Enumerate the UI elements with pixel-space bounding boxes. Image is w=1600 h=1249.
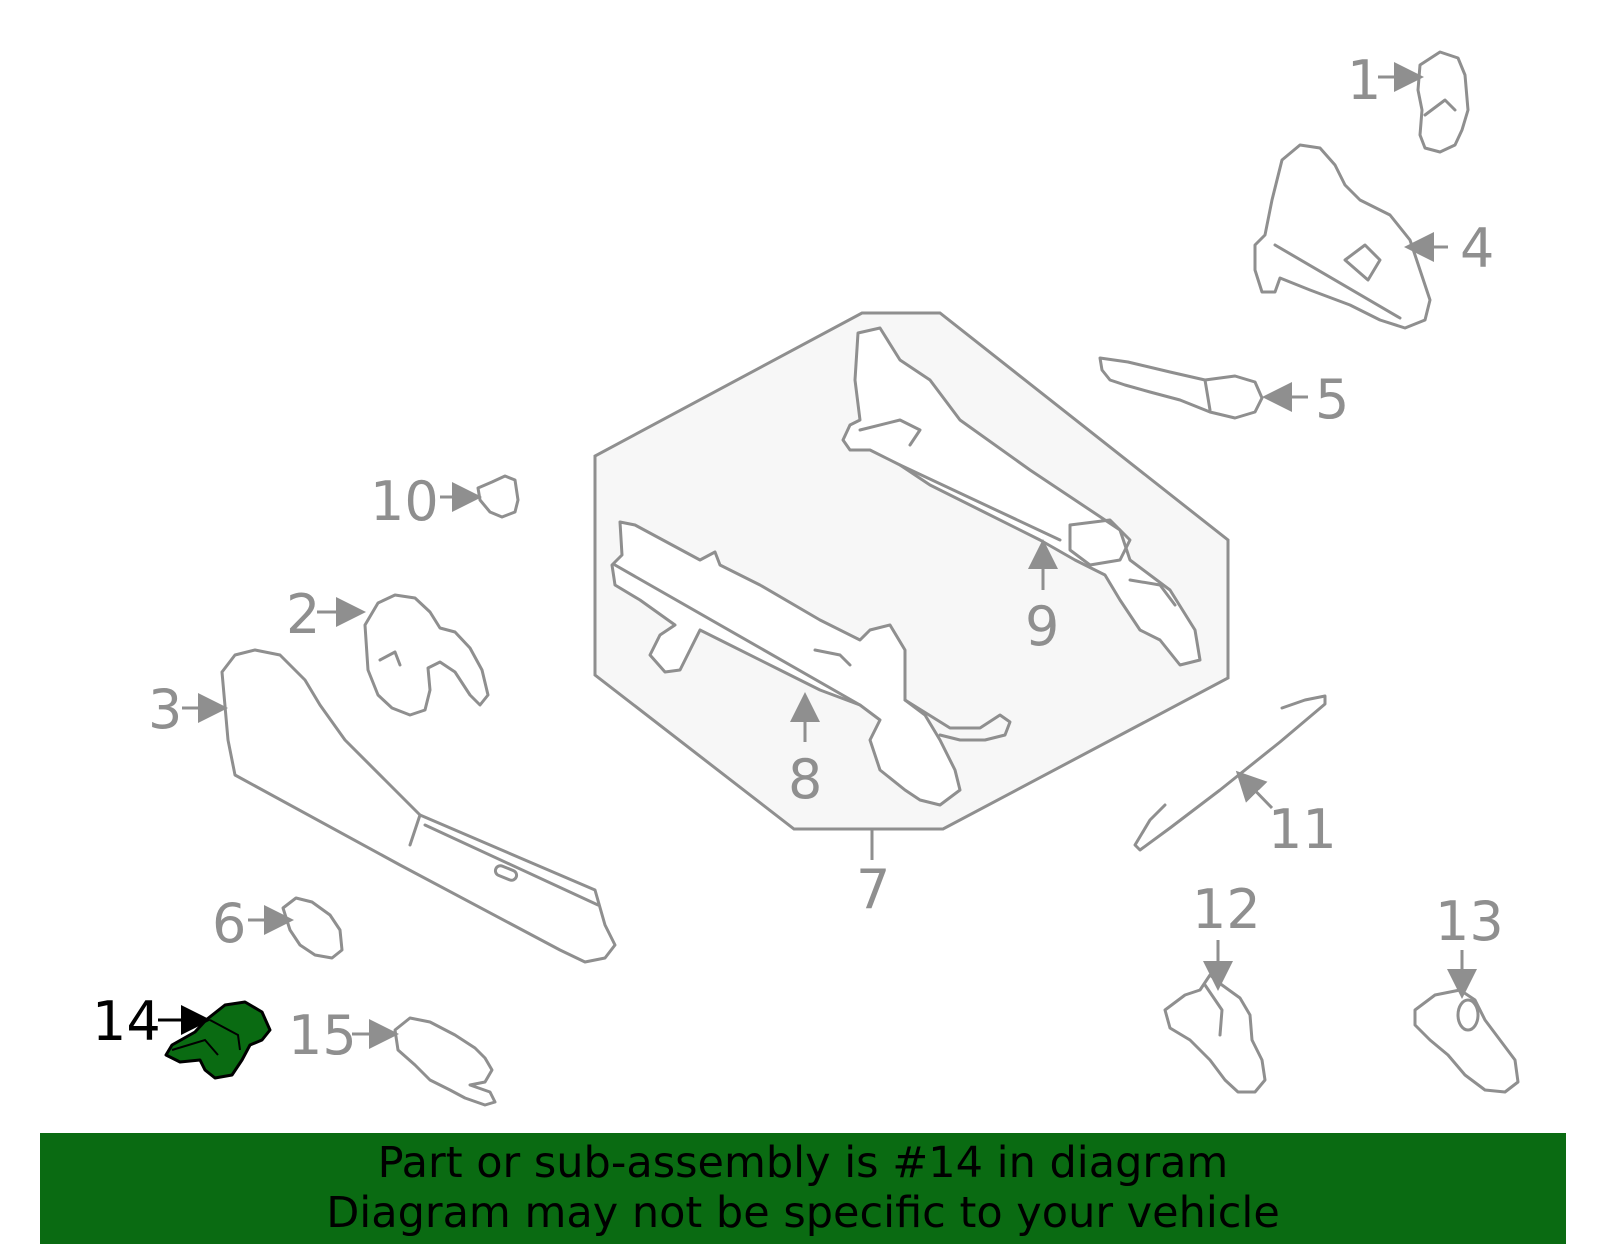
part-13[interactable] [1413, 988, 1520, 1094]
label-15: 15 [288, 1004, 357, 1067]
label-10: 10 [370, 470, 439, 533]
part-9-track[interactable] [841, 326, 1202, 667]
seat-track-assembly-group [593, 311, 1230, 860]
part-12[interactable] [1163, 973, 1267, 1094]
label-4: 4 [1460, 217, 1494, 280]
label-8: 8 [788, 748, 822, 811]
label-5: 5 [1315, 368, 1349, 431]
banner-line-1: Part or sub-assembly is #14 in diagram [377, 1138, 1229, 1188]
part-1[interactable] [1416, 50, 1470, 154]
label-2: 2 [286, 583, 320, 646]
part-15[interactable] [393, 1016, 497, 1107]
label-9: 9 [1025, 595, 1059, 658]
label-11: 11 [1268, 798, 1337, 861]
part-14-highlighted[interactable] [164, 1000, 272, 1080]
part-11-rod[interactable] [1133, 694, 1327, 852]
assembly-outline [593, 311, 1230, 831]
label-12: 12 [1192, 878, 1261, 941]
part-10[interactable] [476, 474, 520, 519]
leader-11 [1235, 770, 1274, 810]
notice-banner: Part or sub-assembly is #14 in diagram D… [40, 1133, 1566, 1244]
part-5[interactable] [1098, 356, 1264, 420]
part-4[interactable] [1253, 143, 1432, 330]
label-13: 13 [1435, 890, 1504, 953]
part-6[interactable] [281, 896, 344, 960]
label-3: 3 [148, 678, 182, 741]
part-2[interactable] [363, 593, 490, 717]
part-8-track[interactable] [610, 520, 1012, 807]
label-1: 1 [1347, 49, 1381, 112]
label-7: 7 [856, 858, 890, 921]
label-6: 6 [212, 892, 246, 955]
banner-line-2: Diagram may not be specific to your vehi… [326, 1188, 1280, 1238]
part-3[interactable] [220, 648, 617, 964]
label-14: 14 [92, 990, 161, 1053]
